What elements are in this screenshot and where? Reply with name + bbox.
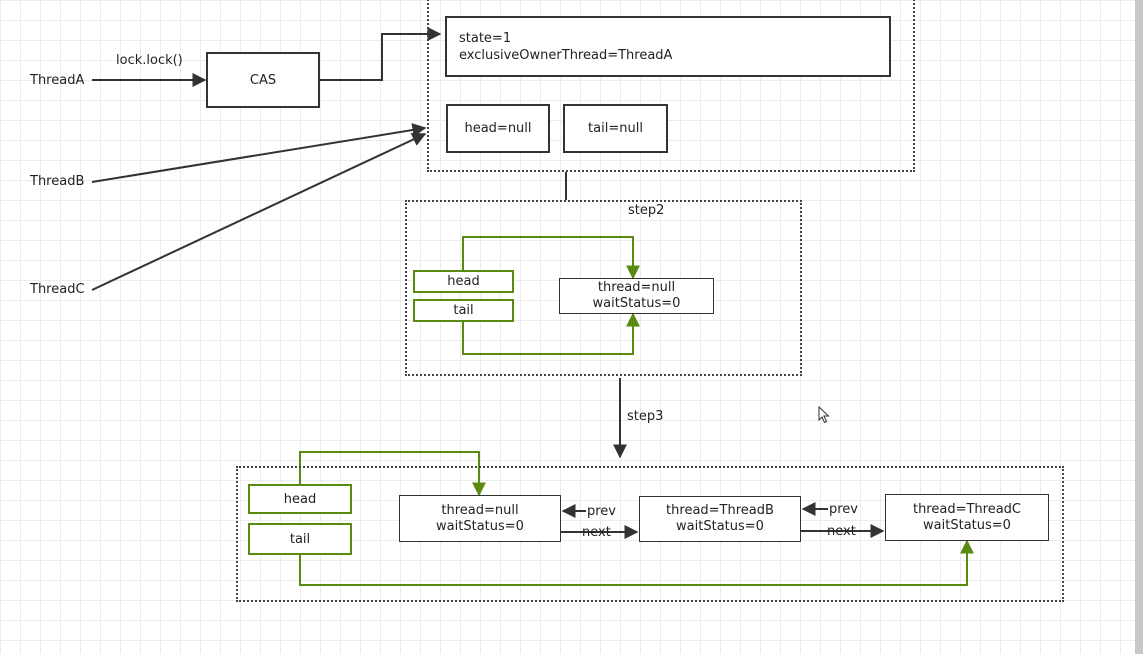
arrow-step2-tail — [462, 312, 640, 355]
arrow-cas-state — [320, 27, 442, 81]
prev-label-2: prev — [829, 502, 859, 517]
aqs-state: state=1 — [459, 30, 512, 46]
arrow-step2-head — [462, 236, 640, 280]
step3-head: head — [283, 491, 317, 507]
step3-node-3-wait: waitStatus=0 — [923, 517, 1011, 533]
next-label-2: next — [827, 524, 856, 539]
step3-node-3-thread: thread=ThreadC — [912, 501, 1022, 517]
aqs-head: head=null — [464, 121, 532, 136]
next-label-1: next — [582, 525, 611, 540]
step3-node-3: thread=ThreadC waitStatus=0 — [885, 494, 1049, 541]
thread-a-label: ThreadA — [30, 73, 85, 88]
cas-label: CAS — [249, 72, 277, 88]
step2-node-thread: thread=null — [597, 280, 676, 295]
arrow-step3-tail — [299, 539, 974, 586]
step3-container — [236, 466, 1064, 602]
step2-head: head — [447, 274, 480, 289]
arrow-threadc-aqs — [91, 133, 427, 291]
mouse-cursor-icon — [818, 406, 830, 424]
lock-call-label: lock.lock() — [116, 53, 183, 68]
arrow-threadb-aqs — [91, 123, 427, 183]
step3-tail: tail — [289, 531, 311, 547]
aqs-tail-box: tail=null — [563, 104, 668, 153]
cas-box: CAS — [206, 52, 320, 108]
step2-node-box: thread=null waitStatus=0 — [559, 278, 714, 314]
aqs-head-box: head=null — [446, 104, 550, 153]
step3-head-box: head — [248, 484, 352, 514]
step2-container — [405, 200, 802, 376]
step2-tail: tail — [453, 303, 474, 318]
prev-label-1: prev — [587, 504, 617, 519]
step3-node-2-thread: thread=ThreadB — [666, 503, 774, 518]
step2-node-wait: waitStatus=0 — [592, 296, 681, 311]
step2-label: step2 — [628, 203, 665, 218]
arrow-step3-head — [299, 451, 486, 497]
step2-head-box: head — [413, 270, 514, 293]
step3-node-2-wait: waitStatus=0 — [676, 519, 764, 534]
step3-node-1-thread: thread=null — [441, 502, 519, 518]
aqs-state-box: state=1 exclusiveOwnerThread=ThreadA — [445, 16, 891, 77]
thread-b-label: ThreadB — [30, 174, 85, 189]
step3-node-2: thread=ThreadB waitStatus=0 — [639, 496, 801, 542]
aqs-owner: exclusiveOwnerThread=ThreadA — [459, 47, 673, 63]
aqs-container — [427, 0, 915, 172]
step3-label: step3 — [627, 409, 664, 424]
aqs-tail: tail=null — [588, 121, 643, 136]
window-edge — [1135, 0, 1143, 654]
step3-node-1-wait: waitStatus=0 — [436, 518, 524, 534]
step3-node-1: thread=null waitStatus=0 — [399, 495, 561, 542]
step2-tail-box: tail — [413, 299, 514, 322]
thread-c-label: ThreadC — [30, 282, 85, 297]
step3-tail-box: tail — [248, 523, 352, 555]
